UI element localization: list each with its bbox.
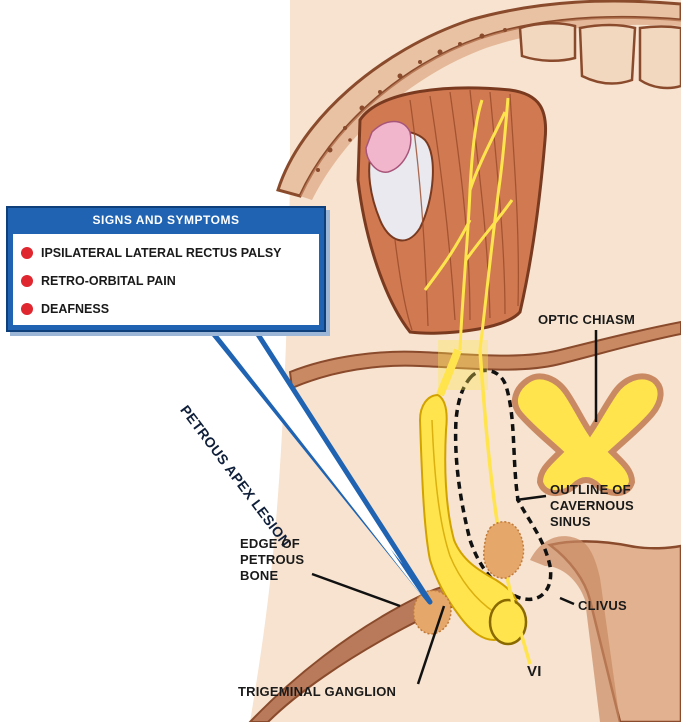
symptoms-list: IPSILATERAL LATERAL RECTUS PALSY RETRO-O… <box>13 234 319 325</box>
trigeminal-ganglion-label: TRIGEMINAL GANGLION <box>238 684 397 699</box>
clivus-label: CLIVUS <box>578 598 627 613</box>
leader-lines <box>311 330 598 685</box>
nerve-vi-label: VI <box>527 663 542 680</box>
optic-chiasm-label: OPTIC CHIASM <box>538 312 636 327</box>
petrous-bone-label: EDGE OF PETROUS BONE <box>240 536 305 583</box>
orbital-nerves <box>423 97 514 351</box>
sella-floor <box>530 536 620 722</box>
lacrimal-gland <box>365 120 412 173</box>
leader-cavernous-sinus <box>515 494 547 502</box>
trigeminal-nerve <box>418 393 520 642</box>
muscle-striations <box>394 89 520 331</box>
symptom-text: DEAFNESS <box>41 302 110 316</box>
trigeminal-ganglion-cut <box>488 598 528 646</box>
leader-trigeminal <box>416 605 446 685</box>
lesion-lower <box>412 589 452 635</box>
signs-and-symptoms-box: SIGNS AND SYMPTOMS IPSILATERAL LATERAL R… <box>6 206 326 332</box>
sinus-cells <box>518 22 681 90</box>
lesion-upper <box>483 521 525 579</box>
bullet-dot-icon <box>21 275 33 287</box>
trigeminal-inner <box>431 419 495 613</box>
symptoms-title: SIGNS AND SYMPTOMS <box>92 213 240 227</box>
callout-wedge-inner <box>214 330 422 596</box>
ophthalmic-branch <box>436 348 462 397</box>
cavernous-sinus-label: OUTLINE OF CAVERNOUS SINUS <box>550 482 634 529</box>
tissue-fade-left <box>250 180 298 722</box>
leader-clivus <box>559 596 575 606</box>
cavernous-sinus-outline <box>453 368 553 602</box>
symptom-text: RETRO-ORBITAL PAIN <box>41 274 176 288</box>
bullet-dot-icon <box>21 303 33 315</box>
bone-speckles <box>316 28 507 172</box>
bullet-dot-icon <box>21 247 33 259</box>
sphenoid-ridge <box>288 320 681 390</box>
orbit-group <box>356 86 548 351</box>
leader-petrous-bone <box>311 572 401 608</box>
symptom-text: IPSILATERAL LATERAL RECTUS PALSY <box>41 246 282 260</box>
